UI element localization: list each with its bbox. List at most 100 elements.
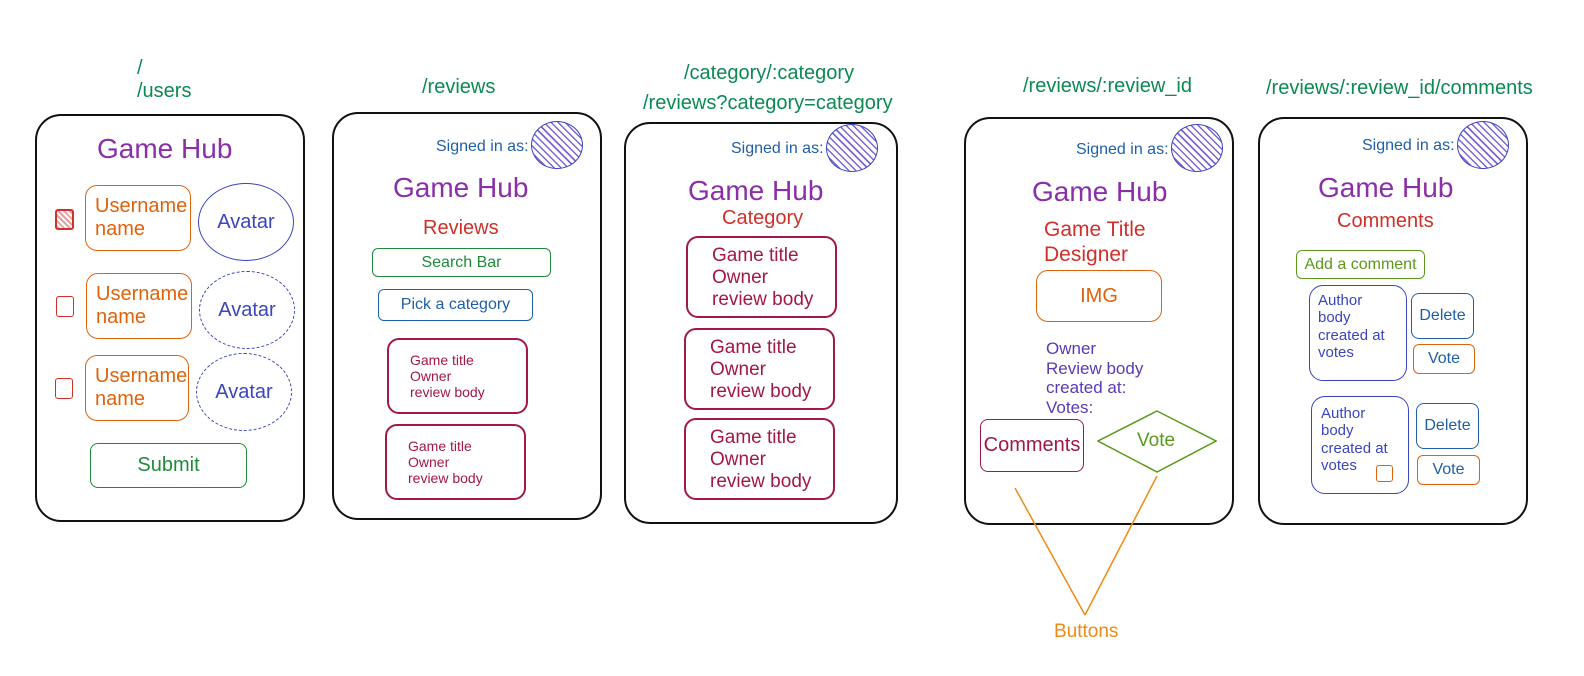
- delete-label: Delete: [1424, 417, 1471, 434]
- route-reviews: /reviews: [422, 76, 496, 98]
- comments-screen-frame: [1258, 117, 1528, 525]
- comment-votes: votes: [1318, 343, 1354, 361]
- review-created-at: created at:: [1046, 378, 1127, 398]
- add-comment-label: Add a comment: [1304, 255, 1417, 273]
- comment-created-at: created at: [1321, 439, 1388, 457]
- review-game-title: Game Title: [1044, 218, 1146, 241]
- review-card-body: review body: [710, 380, 812, 402]
- category-heading: Category: [722, 207, 804, 229]
- route-root: /: [137, 57, 143, 79]
- category-screen-frame: [624, 122, 898, 524]
- user-avatar-icon[interactable]: [826, 124, 878, 172]
- review-card[interactable]: Game title Owner review body: [385, 424, 526, 500]
- review-card-owner: Owner: [710, 448, 766, 470]
- comments-button[interactable]: Comments: [980, 419, 1084, 472]
- comments-button-label: Comments: [983, 434, 1081, 456]
- review-card[interactable]: Game title Owner review body: [387, 338, 528, 414]
- review-designer: Designer: [1044, 243, 1129, 266]
- comment-body: body: [1318, 309, 1351, 327]
- review-card-body: review body: [408, 470, 483, 487]
- username-label: Username name: [95, 365, 188, 410]
- reviews-screen-frame: [332, 112, 602, 520]
- signed-in-label: Signed in as:: [436, 138, 529, 155]
- comment-author: Author: [1321, 405, 1366, 422]
- review-image-label: IMG: [1080, 284, 1118, 307]
- category-review-card[interactable]: Game title Owner review body: [684, 418, 835, 500]
- username-card[interactable]: Username name: [85, 185, 191, 251]
- signed-in-label: Signed in as:: [1362, 137, 1455, 154]
- search-bar[interactable]: Search Bar: [372, 248, 551, 277]
- single-review-app-title: Game Hub: [1032, 176, 1168, 207]
- delete-comment-button[interactable]: Delete: [1411, 293, 1474, 339]
- comment-votes: votes: [1321, 456, 1357, 474]
- review-card-title: Game title: [710, 337, 797, 358]
- review-card-title: Game title: [710, 427, 797, 448]
- annotation-line-comments: [1014, 487, 1086, 616]
- category-app-title: Game Hub: [688, 175, 824, 206]
- reviews-heading: Reviews: [423, 217, 499, 239]
- review-votes: Votes:: [1046, 397, 1094, 417]
- pick-category-label: Pick a category: [400, 296, 511, 313]
- user-avatar: Avatar: [196, 353, 292, 431]
- review-card-title: Game title: [712, 245, 799, 266]
- review-card-owner: Owner: [410, 368, 452, 385]
- signed-in-label: Signed in as:: [731, 140, 824, 157]
- user-select-checkbox[interactable]: [56, 296, 74, 317]
- review-card-owner: Owner: [408, 454, 450, 471]
- username-card[interactable]: Username name: [85, 355, 189, 421]
- comment-checkbox[interactable]: [1376, 465, 1393, 482]
- user-select-checkbox[interactable]: [55, 378, 73, 399]
- reviews-app-title: Game Hub: [393, 172, 529, 203]
- review-card-body: review body: [410, 384, 485, 401]
- route-users: /users: [137, 80, 192, 102]
- review-card-body: review body: [710, 470, 812, 492]
- add-comment-button[interactable]: Add a comment: [1296, 250, 1425, 279]
- route-comments: /reviews/:review_id/comments: [1266, 77, 1533, 99]
- annotation-line-vote: [1084, 475, 1158, 616]
- submit-label: Submit: [137, 454, 200, 476]
- users-app-title: Game Hub: [97, 133, 233, 164]
- vote-diamond-button[interactable]: [1097, 410, 1217, 473]
- review-card-body: review body: [712, 288, 814, 310]
- vote-diamond-shape: [1097, 410, 1217, 473]
- user-avatar-icon[interactable]: [1457, 121, 1509, 169]
- user-avatar: Avatar: [199, 271, 295, 349]
- category-review-card[interactable]: Game title Owner review body: [684, 328, 835, 410]
- username-label: Username name: [96, 283, 189, 328]
- buttons-annotation-label: Buttons: [1054, 621, 1119, 642]
- comments-app-title: Game Hub: [1318, 172, 1454, 203]
- search-bar-label: Search Bar: [421, 253, 502, 271]
- comment-body: body: [1321, 422, 1354, 440]
- review-body: Review body: [1046, 358, 1144, 378]
- single-review-screen-frame: [964, 117, 1234, 525]
- username-card[interactable]: Username name: [86, 273, 192, 339]
- pick-category-dropdown[interactable]: Pick a category: [378, 289, 533, 321]
- review-card-owner: Owner: [712, 266, 768, 288]
- vote-label: Vote: [1427, 350, 1461, 367]
- review-card-owner: Owner: [710, 358, 766, 380]
- vote-comment-button[interactable]: Vote: [1413, 344, 1475, 374]
- comment-card: Author body created at votes: [1309, 285, 1407, 381]
- delete-comment-button[interactable]: Delete: [1416, 403, 1479, 449]
- submit-button[interactable]: Submit: [90, 443, 247, 488]
- route-single-review: /reviews/:review_id: [1023, 75, 1192, 97]
- avatar-label: Avatar: [217, 210, 275, 233]
- category-review-card[interactable]: Game title Owner review body: [686, 236, 837, 318]
- route-reviews-query: /reviews?category=category: [643, 92, 893, 114]
- delete-label: Delete: [1419, 307, 1466, 324]
- user-select-checkbox[interactable]: [55, 209, 74, 230]
- review-image: IMG: [1036, 270, 1162, 322]
- avatar-label: Avatar: [215, 380, 273, 403]
- review-card-title: Game title: [410, 352, 474, 368]
- vote-comment-button[interactable]: Vote: [1417, 455, 1480, 485]
- user-avatar-icon[interactable]: [1171, 124, 1223, 172]
- comments-heading: Comments: [1337, 210, 1434, 232]
- user-avatar-icon[interactable]: [531, 121, 583, 169]
- review-details: Owner Review body created at: Votes:: [1046, 339, 1143, 417]
- comment-created-at: created at: [1318, 326, 1385, 344]
- username-label: Username name: [95, 195, 188, 240]
- users-screen-frame: [35, 114, 305, 522]
- comment-card: Author body created at votes: [1311, 396, 1409, 494]
